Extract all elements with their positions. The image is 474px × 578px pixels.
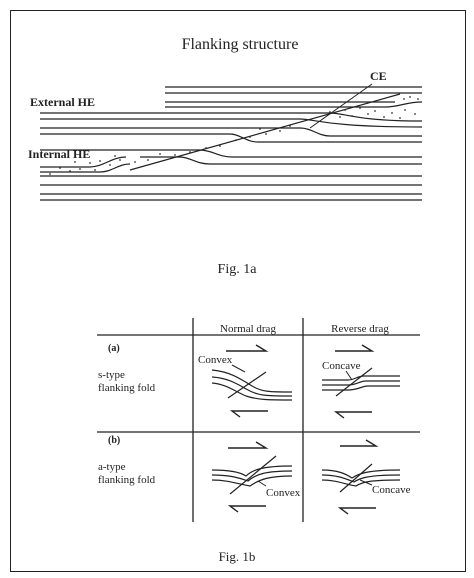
convex-pointer-b [257,480,267,487]
figure-1a-caption: Fig. 1a [217,262,257,277]
cross-cutting-element [129,93,401,171]
figure-1a-title: Flanking structure [181,36,299,53]
table-grid [97,318,420,522]
s-type-normal-label: Convex [198,354,233,366]
ce-label: CE [370,69,387,83]
s-type-reverse-drag-fold [322,367,400,397]
internal-he-label: Internal HE [28,147,90,161]
concave-pointer-b [359,479,373,486]
concave-pointer [345,370,353,381]
shear-arrows [226,344,379,515]
convex-pointer [231,364,246,373]
stipple-pattern [49,96,419,175]
a-type-reverse-label: Concave [372,484,411,496]
figure-1b-caption: Fig. 1b [218,549,256,564]
s-type-reverse-label: Concave [322,360,361,372]
normal-drag-header: Normal drag [220,323,276,335]
row-a-type: s-type [98,369,125,381]
a-type-reverse-drag-fold [321,463,401,493]
row-a-tag: (a) [108,343,120,354]
a-type-normal-label: Convex [266,487,301,499]
external-he-label: External HE [30,95,95,109]
row-b-type: a-type [98,461,126,473]
s-type-normal-drag-fold [211,369,293,401]
row-a-kind: flanking fold [98,382,156,394]
a-type-normal-drag-fold [211,455,293,495]
figure-frame [10,10,466,572]
reverse-drag-header: Reverse drag [331,323,389,335]
row-b-tag: (b) [108,435,120,446]
row-b-kind: flanking fold [98,474,156,486]
ce-leader-line [309,83,373,129]
